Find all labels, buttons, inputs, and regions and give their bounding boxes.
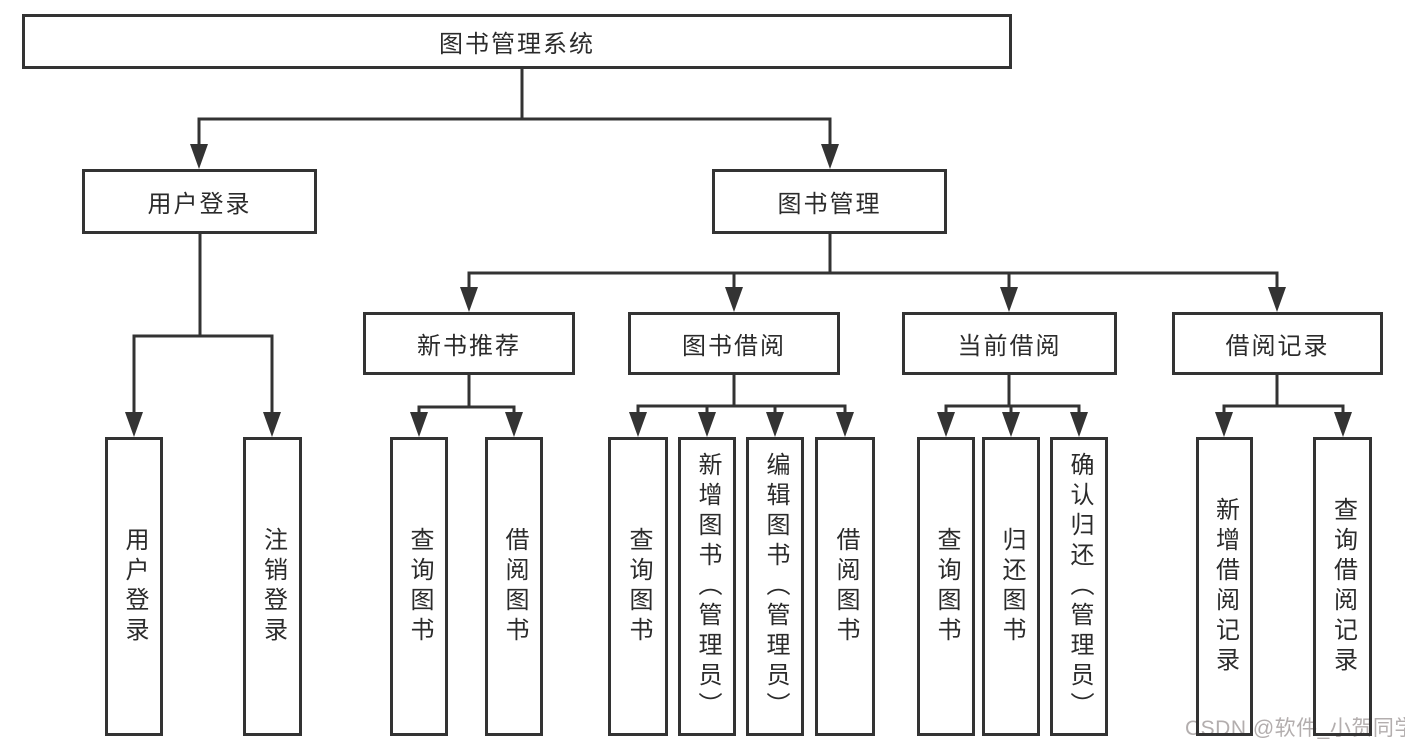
node-label: 图书借阅: [682, 333, 786, 360]
node-label: 用户登录: [147, 191, 252, 218]
leaf-label: 用户登录: [121, 526, 148, 647]
connector-book-management-branch: [460, 234, 1286, 312]
leaf-label: 借阅图书: [832, 526, 859, 647]
leaf-label: 新增图书（管理员）: [694, 451, 721, 722]
node-label: 借阅记录: [1225, 333, 1330, 360]
connector-current-borrow-branch: [937, 375, 1088, 437]
connector-user-login-branch: [125, 234, 281, 437]
leaf-bb-query-books: 查询图书: [608, 437, 668, 736]
leaf-cb-query-books: 查询图书: [917, 437, 975, 736]
csdn-watermark: CSDN @软件_小贺同学: [1185, 717, 1405, 740]
leaf-cb-return-books: 归还图书: [982, 437, 1040, 736]
connector-new-book-branch: [410, 375, 523, 437]
node-current-borrowing: 当前借阅: [902, 312, 1117, 375]
leaf-logout: 注销登录: [243, 437, 302, 736]
root-node-system: 图书管理系统: [22, 14, 1012, 69]
node-label: 当前借阅: [957, 333, 1062, 360]
node-borrowing-records: 借阅记录: [1172, 312, 1383, 375]
node-user-login-module: 用户登录: [82, 169, 317, 234]
leaf-label: 查询图书: [933, 526, 960, 647]
leaf-label: 新增借阅记录: [1211, 496, 1239, 677]
node-book-borrowing: 图书借阅: [628, 312, 840, 375]
leaf-cb-confirm-return-admin: 确认归还（管理员）: [1050, 437, 1108, 736]
leaf-label: 确认归还（管理员）: [1066, 451, 1093, 722]
leaf-nb-query-books: 查询图书: [390, 437, 448, 736]
leaf-label: 查询图书: [406, 526, 433, 647]
leaf-bb-edit-books-admin: 编辑图书（管理员）: [746, 437, 804, 736]
node-new-book-recommend: 新书推荐: [363, 312, 575, 375]
connector-root-to-level2: [190, 66, 839, 169]
connector-book-borrow-branch: [629, 375, 854, 437]
leaf-br-add-borrow-record: 新增借阅记录: [1196, 437, 1253, 736]
leaf-label: 借阅图书: [501, 526, 528, 647]
leaf-label: 归还图书: [998, 526, 1025, 647]
node-label: 图书管理: [777, 191, 882, 218]
leaf-user-login: 用户登录: [105, 437, 163, 736]
node-book-management-module: 图书管理: [712, 169, 947, 234]
leaf-label: 查询借阅记录: [1329, 496, 1357, 677]
leaf-nb-borrow-books: 借阅图书: [485, 437, 543, 736]
node-label: 新书推荐: [417, 333, 521, 360]
leaf-label: 注销登录: [259, 526, 287, 647]
leaf-bb-add-books-admin: 新增图书（管理员）: [678, 437, 736, 736]
leaf-bb-borrow-books: 借阅图书: [815, 437, 875, 736]
root-node-label: 图书管理系统: [439, 31, 595, 58]
connector-borrow-records-branch: [1215, 375, 1352, 437]
leaf-label: 查询图书: [625, 526, 652, 647]
leaf-br-query-borrow-record: 查询借阅记录: [1313, 437, 1372, 736]
leaf-label: 编辑图书（管理员）: [762, 451, 789, 722]
